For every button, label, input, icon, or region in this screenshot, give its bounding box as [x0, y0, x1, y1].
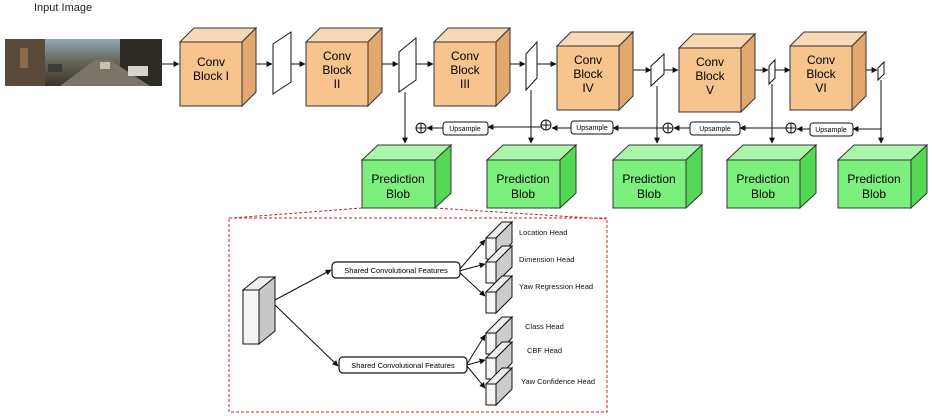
yaw-regression-head-label: Yaw Regression Head — [519, 282, 593, 291]
conv-block-4-line3: IV — [582, 81, 593, 95]
sum-node-1 — [415, 122, 427, 134]
conv-block-1-line2: Block I — [193, 69, 229, 83]
sum-node-3 — [662, 122, 674, 134]
conv-block-6-line1: Conv — [807, 53, 835, 67]
head-slab-yaw-confidence — [484, 366, 514, 407]
conv-block-2-line2: Block — [322, 63, 352, 77]
prediction-blob-4: Prediction Blob — [725, 143, 818, 210]
conv-block-6-line2: Block — [806, 67, 836, 81]
conv-block-3-side — [495, 26, 511, 108]
upsample-box-4: Upsample — [809, 122, 854, 137]
feature-map-1 — [272, 31, 292, 95]
upsample-label-2: Upsample — [576, 125, 608, 132]
feature-map-4 — [650, 52, 665, 88]
prediction-blob-2-line2: Blob — [511, 187, 535, 201]
prediction-blob-2: Prediction Blob — [485, 143, 578, 210]
prediction-blob-3-line2: Blob — [637, 187, 661, 201]
conv-block-4-side — [618, 30, 634, 112]
conv-block-1: Conv Block I — [178, 26, 258, 108]
shared-features-bottom-label: Shared Convolutional Features — [351, 361, 455, 370]
input-image — [5, 39, 162, 86]
prediction-blob-5: Prediction Blob — [836, 143, 929, 210]
conv-block-6: Conv Block VI — [788, 30, 868, 112]
conv-block-2-side — [367, 26, 383, 108]
prediction-blob-4-line1: Prediction — [736, 172, 789, 186]
cbf-head-label: CBF Head — [527, 346, 562, 355]
conv-block-5-front — [678, 47, 742, 113]
upsample-boxes: Upsample Upsample Upsample Upsample — [442, 120, 854, 137]
prediction-blob-5-line2: Blob — [862, 187, 886, 201]
upsample-label-3: Upsample — [699, 126, 731, 133]
upsample-path — [426, 124, 881, 132]
sum-node-2 — [540, 119, 552, 131]
conv-block-1-line1: Conv — [197, 55, 225, 69]
conv-block-1-side — [241, 26, 257, 108]
prediction-blob-4-line2: Blob — [751, 187, 775, 201]
upsample-box-3: Upsample — [689, 121, 741, 136]
head-slabs — [484, 220, 514, 407]
vertical-links — [402, 80, 884, 144]
yaw-confidence-head-label: Yaw Confidence Head — [521, 377, 595, 386]
conv-block-2-line3: II — [334, 77, 341, 91]
conv-block-4-line1: Conv — [574, 53, 602, 67]
head-labels: Location Head Dimension Head Yaw Regress… — [519, 228, 595, 386]
upsample-label-4: Upsample — [815, 127, 847, 134]
conv-block-2-line1: Conv — [323, 49, 351, 63]
conv-block-6-front — [789, 45, 853, 111]
head-slab-yaw-regression — [484, 274, 514, 315]
callout-lines — [231, 207, 607, 220]
prediction-blob-2-line1: Prediction — [496, 172, 549, 186]
conv-block-5-line1: Conv — [696, 55, 724, 69]
conv-block-3-line2: Block — [450, 63, 480, 77]
conv-block-3: Conv Block III — [432, 26, 512, 108]
class-head-label: Class Head — [525, 322, 564, 331]
conv-block-6-side — [851, 30, 867, 112]
detail-links — [274, 239, 486, 389]
input-image-label: Input Image — [34, 2, 93, 14]
conv-block-1-front — [179, 41, 243, 107]
prediction-blob-3: Prediction Blob — [611, 143, 704, 210]
prediction-blob-1-line1: Prediction — [371, 172, 424, 186]
conv-block-6-line3: VI — [815, 81, 826, 95]
conv-block-4-line2: Block — [573, 67, 603, 81]
conv-block-2: Conv Block II — [304, 26, 384, 108]
dimension-head-label: Dimension Head — [519, 255, 574, 264]
prediction-blob-5-line1: Prediction — [847, 172, 900, 186]
conv-block-5-line2: Block — [695, 69, 725, 83]
conv-block-5-side — [740, 32, 756, 114]
location-head-label: Location Head — [519, 228, 567, 237]
conv-block-5-line3: V — [706, 83, 714, 97]
conv-block-5: Conv Block V — [677, 32, 757, 114]
upsample-box-1: Upsample — [442, 121, 489, 136]
shared-features-top-label: Shared Convolutional Features — [344, 266, 448, 275]
feature-map-6 — [877, 60, 885, 82]
feature-map-3 — [525, 40, 538, 92]
prediction-blob-1-line2: Blob — [386, 187, 410, 201]
feature-map-5 — [768, 58, 776, 86]
shared-features-top: Shared Convolutional Features — [331, 261, 461, 279]
conv-block-4: Conv Block IV — [555, 30, 635, 112]
feature-map-2 — [398, 36, 417, 93]
head-slab-dimension — [484, 244, 514, 285]
upsample-box-2: Upsample — [570, 120, 614, 135]
sum-nodes — [415, 119, 797, 134]
sum-node-4 — [785, 122, 797, 134]
prediction-blob-3-line1: Prediction — [622, 172, 675, 186]
conv-block-3-line3: III — [460, 77, 470, 91]
conv-block-3-front — [433, 41, 497, 107]
detail-box — [228, 217, 608, 413]
shared-features-bottom: Shared Convolutional Features — [338, 356, 468, 374]
conv-block-2-front — [305, 41, 369, 107]
upsample-label-1: Upsample — [449, 126, 481, 133]
conv-block-3-line1: Conv — [451, 49, 479, 63]
detail-input-slab — [241, 275, 277, 346]
prediction-blob-1: Prediction Blob — [360, 143, 453, 210]
feature-maps — [272, 31, 885, 95]
conv-block-4-front — [556, 45, 620, 111]
